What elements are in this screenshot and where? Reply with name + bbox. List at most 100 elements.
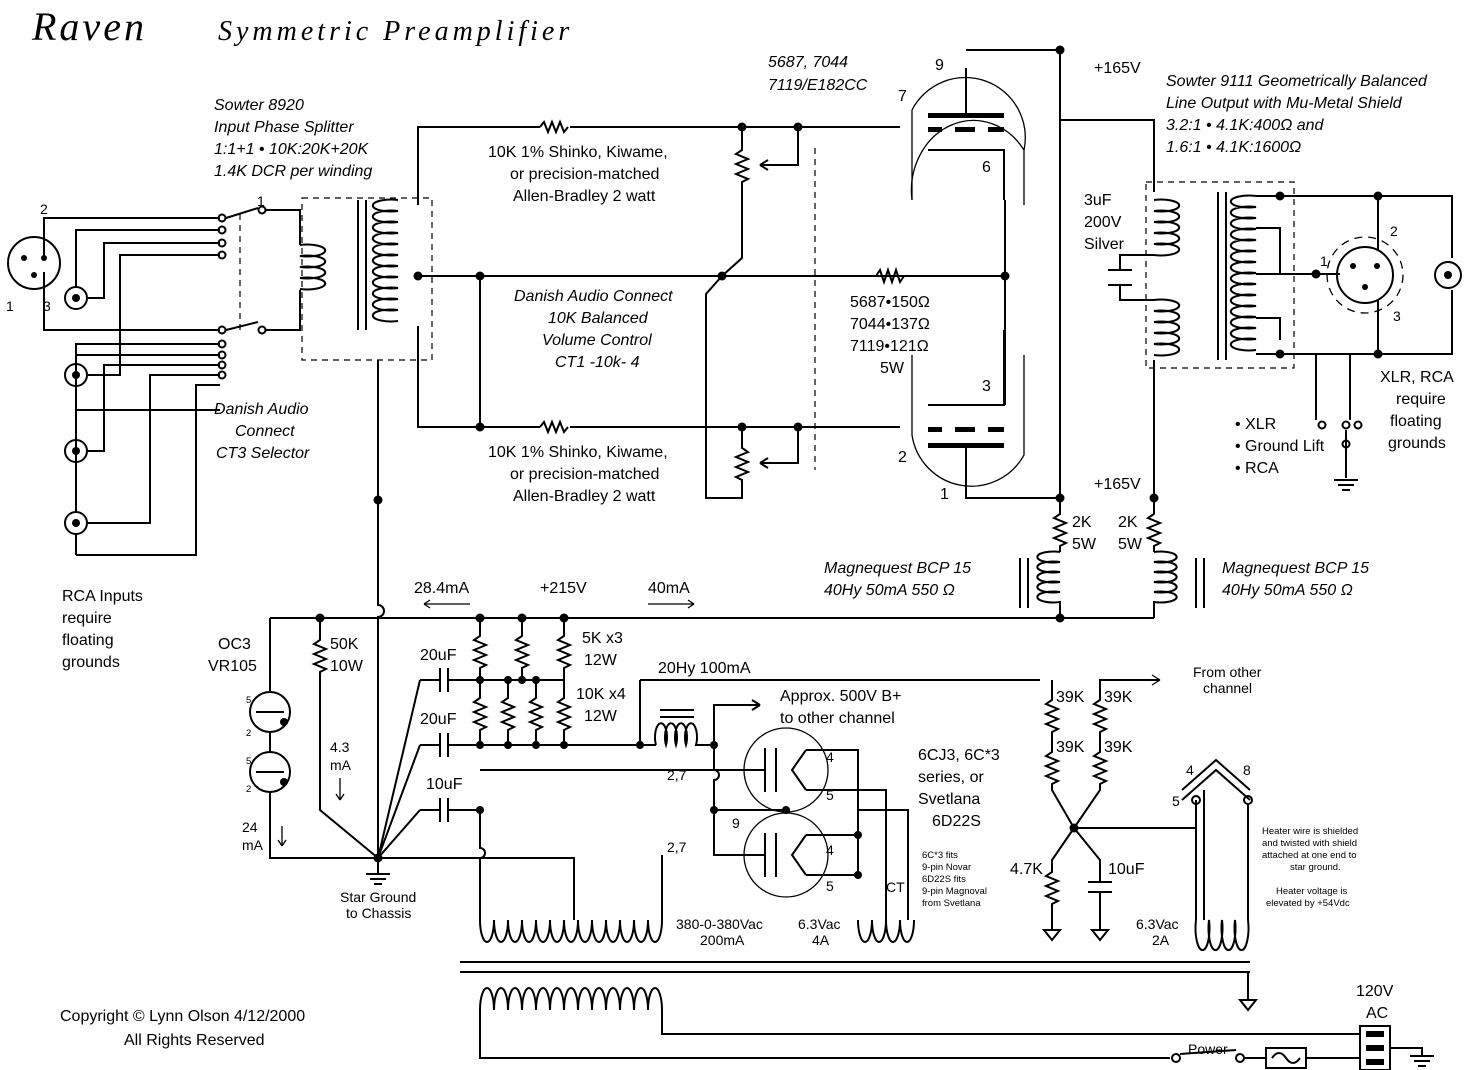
svg-text:1.4K DCR per winding: 1.4K DCR per winding [214,163,372,180]
svg-text:Connect: Connect [235,423,295,440]
regulator-tube-2 [249,751,291,793]
reg-pin-2a: 2 [246,728,251,739]
svg-text:39K: 39K [1104,739,1133,756]
svg-text:1:1+1 • 10K:20K+20K: 1:1+1 • 10K:20K+20K [214,141,370,158]
svg-text:3.2:1 • 4.1K:400Ω and: 3.2:1 • 4.1K:400Ω and [1166,117,1325,134]
svg-text:7119•121Ω: 7119•121Ω [850,338,929,355]
ac-label: 120V AC [1356,983,1394,1022]
fuse-icon [1265,1047,1360,1069]
svg-text:grounds: grounds [62,654,120,671]
svg-text:5687•150Ω: 5687•150Ω [850,294,930,311]
svg-text:24: 24 [242,819,258,835]
svg-text:All Rights Reserved: All Rights Reserved [124,1032,265,1049]
svg-text:120V: 120V [1356,983,1394,1000]
svg-text:10K x4: 10K x4 [576,686,626,703]
svg-text:Star Ground: Star Ground [340,889,416,905]
resistor-2k-right-label: 2K 5W [1118,514,1143,553]
svg-text:12W: 12W [584,652,618,669]
rectifier-type-label: 6CJ3, 6C*3 series, or Svetlana 6D22S [918,747,1000,830]
ground-lift-label: • XLR • Ground Lift • RCA [1235,416,1325,477]
tube-pin-9: 9 [935,57,944,74]
svg-text:10K 1% Shinko, Kiwame,: 10K 1% Shinko, Kiwame, [488,444,668,461]
input-transformer-label: Sowter 8920 Input Phase Splitter 1:1+1 •… [214,97,372,180]
svg-text:require: require [1396,391,1446,408]
xlr-pin-3: 3 [43,298,51,314]
heater-secondary-b-label: 6.3Vac 2A [1136,916,1179,948]
from-other-channel: From other channel [1193,664,1262,696]
ac-inlet [1359,1025,1434,1070]
svg-text:6.3Vac: 6.3Vac [798,916,841,932]
svg-text:mA: mA [330,757,352,773]
svg-text:Input Phase Splitter: Input Phase Splitter [214,119,354,136]
diode-pin-27a: 2,7 [667,767,687,783]
supply-215v: +215V [540,580,587,597]
svg-text:elevated by +54Vdc: elevated by +54Vdc [1266,898,1350,909]
svg-text:2A: 2A [1152,932,1170,948]
volume-control-label: Danish Audio Connect 10K Balanced Volume… [514,288,673,371]
cap-10uf: 10uF [426,776,463,793]
xlr-pin-2: 2 [40,201,48,217]
reg-pin-5b: 5 [246,756,251,767]
svg-text:6C*3 fits: 6C*3 fits [922,850,958,861]
svg-text:CT1 -10k- 4: CT1 -10k- 4 [555,354,640,371]
svg-text:• RCA: • RCA [1235,460,1279,477]
resistor-bank [452,618,573,749]
svg-text:XLR, RCA: XLR, RCA [1380,369,1454,386]
output-xlr-connector [1326,236,1404,314]
tube-type-label: 5687, 7044 7119/E182CC [768,54,868,94]
svg-text:Line Output with Mu-Metal Shie: Line Output with Mu-Metal Shield [1166,95,1403,112]
svg-text:grounds: grounds [1388,435,1446,452]
xlr-pin-1: 1 [6,298,14,314]
heater-pin-4: 4 [1186,762,1194,778]
heater-note: Heater wire is shielded and twisted with… [1262,826,1358,909]
svg-text:6D22S fits: 6D22S fits [922,874,966,885]
svg-text:10K Balanced: 10K Balanced [548,310,649,327]
cap-20uf-b: 20uF [420,711,457,728]
power-switch [1171,1049,1266,1063]
svg-text:4A: 4A [812,932,830,948]
resistor-10k-label: 10K x4 12W [576,686,626,725]
selector-switch-contacts [217,205,267,380]
cathode-resistor-label: 5687•150Ω 7044•137Ω 7119•121Ω 5W [850,294,930,377]
diode-pin-4b: 4 [826,842,834,858]
plate-resistor-bottom-label: 10K 1% Shinko, Kiwame, or precision-matc… [488,444,668,505]
svg-text:CT3 Selector: CT3 Selector [216,445,310,462]
svg-text:9-pin Novar: 9-pin Novar [922,862,971,873]
svg-text:5W: 5W [1118,536,1143,553]
svg-text:require: require [62,610,112,627]
svg-text:Danish Audio: Danish Audio [214,401,309,418]
out-pin-3: 3 [1393,308,1401,324]
svg-text:6.3Vac: 6.3Vac [1136,916,1179,932]
svg-text:Sowter 8920: Sowter 8920 [214,97,304,114]
output-transformer-label: Sowter 9111 Geometrically Balanced Line … [1166,73,1428,156]
title: Raven [31,4,147,49]
svg-text:Copyright © Lynn Olson 4/12/20: Copyright © Lynn Olson 4/12/2000 [60,1008,305,1025]
svg-text:1.6:1 • 4.1K:1600Ω: 1.6:1 • 4.1K:1600Ω [1166,139,1301,156]
svg-text:5W: 5W [880,360,905,377]
filter-capacitors [377,668,640,859]
svg-text:Magnequest BCP 15: Magnequest BCP 15 [1222,560,1369,577]
svg-text:• XLR: • XLR [1235,416,1276,433]
diode-pin-9: 9 [732,815,740,831]
regulator-label: OC3 VR105 [208,636,257,675]
tube-pin-3: 3 [982,378,991,395]
svg-text:3uF: 3uF [1084,192,1112,209]
svg-text:7119/E182CC: 7119/E182CC [768,77,868,94]
svg-text:5W: 5W [1072,536,1097,553]
svg-text:10W: 10W [330,658,364,675]
rca-input-jacks [64,286,88,535]
b-plus-top: +165V [1094,60,1141,77]
svg-text:2K: 2K [1118,514,1138,531]
svg-text:RCA Inputs: RCA Inputs [62,588,143,605]
tube-pin-7: 7 [898,88,907,105]
current-4-3ma: 4.3 mA [330,739,352,773]
svg-text:OC3: OC3 [218,636,251,653]
tube-pin-2: 2 [898,449,907,466]
current-40ma: 40mA [648,580,690,597]
svg-text:Volume Control: Volume Control [542,332,652,349]
svg-text:and twisted with shield: and twisted with shield [1262,838,1357,849]
rectifier-fits-note: 6C*3 fits 9-pin Novar 6D22S fits 9-pin M… [922,850,987,909]
choke-right-label: Magnequest BCP 15 40Hy 50mA 550 Ω [1222,560,1369,599]
svg-text:mA: mA [242,837,264,853]
